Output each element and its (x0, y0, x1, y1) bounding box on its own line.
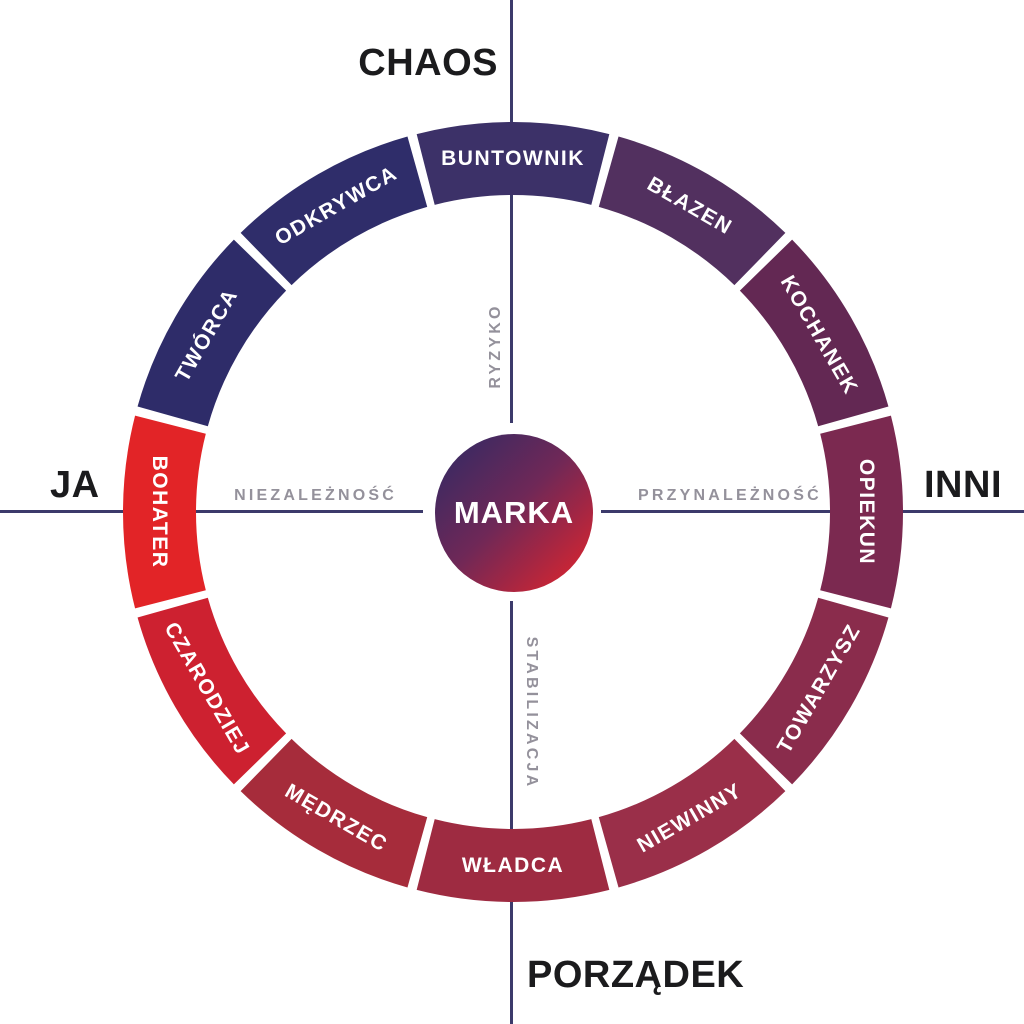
wheel-segment-label: OPIEKUN (855, 459, 878, 565)
wheel-segment (240, 738, 428, 888)
axis-label-ryzyko: RYZYKO (487, 303, 504, 389)
wheel-segment (137, 239, 287, 427)
wheel-segment-label: BUNTOWNIK (441, 147, 585, 170)
wheel-segment (122, 415, 206, 609)
wheel-segment (598, 738, 786, 888)
wheel-segment (598, 136, 786, 286)
axis-label-stabilizacja: STABILIZACJA (523, 636, 540, 790)
vertical-axis-line-bottom (510, 601, 513, 1024)
wheel-segment-label: WŁADCA (462, 854, 564, 877)
wheel-segment (240, 136, 428, 286)
axis-label-niezaleznosc: NIEZALEŻNOŚĆ (234, 487, 397, 504)
wheel-segment (820, 415, 904, 609)
wheel-segment-label: BOHATER (148, 456, 171, 569)
vertical-axis-line-top (510, 0, 513, 423)
axis-label-porzadek: PORZĄDEK (527, 954, 745, 996)
wheel-segment (739, 239, 889, 427)
wheel-segment (416, 819, 610, 903)
horizontal-axis-line-right (601, 510, 1024, 513)
brand-center-circle: MARKA (435, 434, 593, 592)
axis-label-chaos: CHAOS (358, 42, 498, 84)
horizontal-axis-line-left (0, 510, 423, 513)
center-label: MARKA (453, 495, 575, 530)
wheel-segment (416, 121, 610, 205)
axis-label-ja: JA (50, 464, 100, 506)
axis-label-inni: INNI (924, 464, 1002, 506)
wheel-segment (739, 597, 889, 785)
axis-label-przynaleznosc: PRZYNALEŻNOŚĆ (638, 487, 822, 504)
wheel-segment (137, 597, 287, 785)
